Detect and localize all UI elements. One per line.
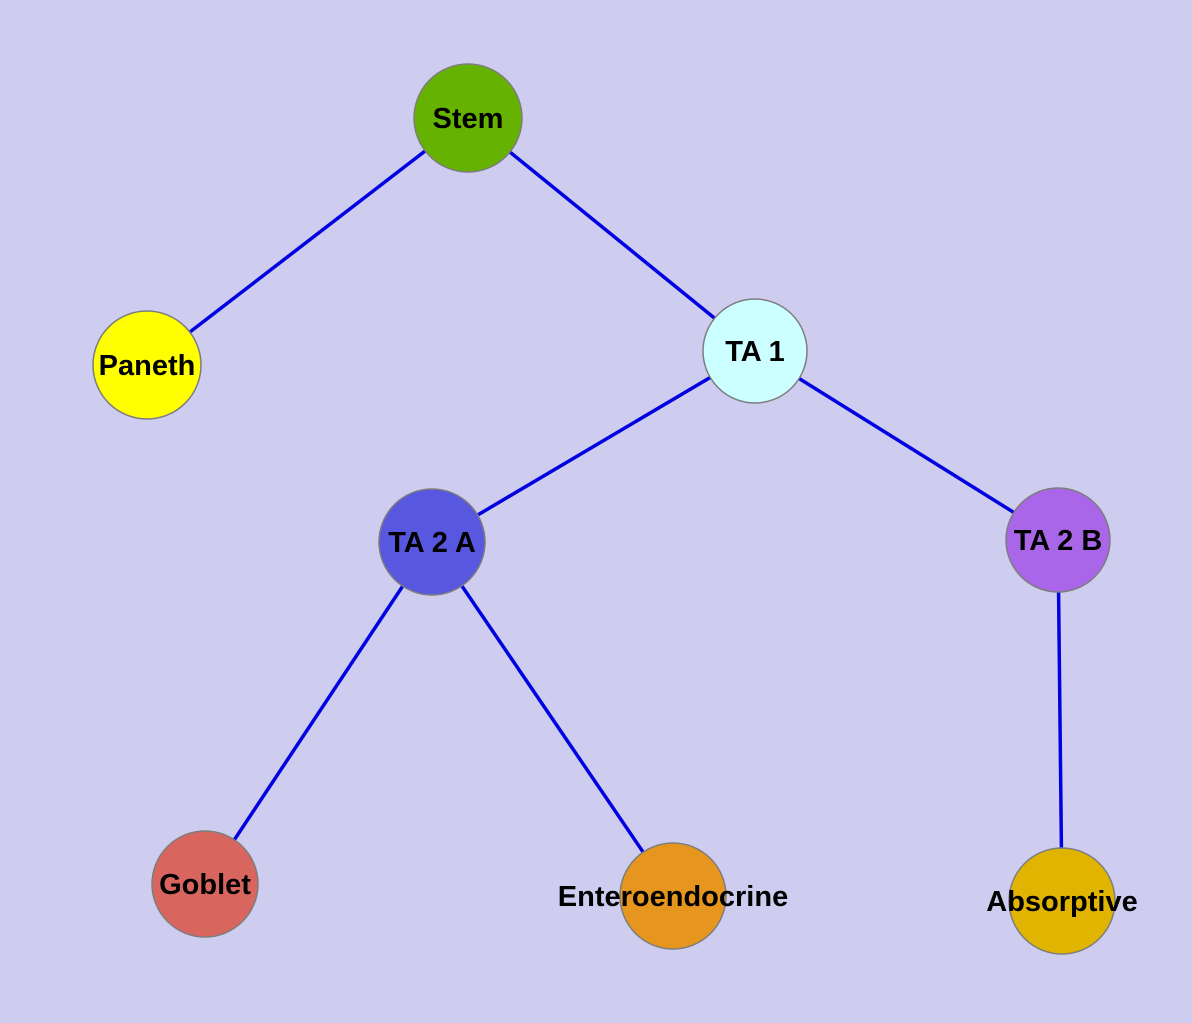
node-circle-ta2b <box>1005 487 1111 593</box>
edge-ta2b-absorptive <box>1056 539 1064 902</box>
node-circle-goblet <box>151 830 259 938</box>
node-stem: Stem <box>413 63 523 173</box>
node-absorptive: Absorptive <box>986 847 1138 955</box>
node-paneth: Paneth <box>92 310 202 420</box>
node-ta2b: TA 2 B <box>1005 487 1111 593</box>
node-circle-paneth <box>92 310 202 420</box>
node-label-enteroendocrine: Enteroendocrine <box>558 881 788 913</box>
edge-stem-ta1 <box>466 116 757 353</box>
node-circle-enteroendocrine <box>619 842 727 950</box>
node-ta1: TA 1 <box>702 298 808 404</box>
node-label-goblet: Goblet <box>159 869 251 901</box>
node-circle-ta2a <box>378 488 486 596</box>
node-enteroendocrine: Enteroendocrine <box>558 842 788 950</box>
node-label-ta1: TA 1 <box>725 336 785 368</box>
edge-ta1-ta2a <box>431 349 756 544</box>
node-label-stem: Stem <box>433 103 504 135</box>
edge-ta1-ta2b <box>754 349 1059 542</box>
node-label-ta2b: TA 2 B <box>1014 525 1103 557</box>
node-circle-absorptive <box>1008 847 1116 955</box>
node-label-absorptive: Absorptive <box>986 886 1137 918</box>
edge-ta2a-goblet <box>203 541 434 885</box>
node-label-paneth: Paneth <box>99 350 196 382</box>
node-circle-ta1 <box>702 298 808 404</box>
edge-stem-paneth <box>145 116 470 367</box>
edge-ta2a-enteroendocrine <box>430 541 675 897</box>
node-label-ta2a: TA 2 A <box>388 527 476 559</box>
node-goblet: Goblet <box>151 830 259 938</box>
node-ta2a: TA 2 A <box>378 488 486 596</box>
node-circle-stem <box>413 63 523 173</box>
